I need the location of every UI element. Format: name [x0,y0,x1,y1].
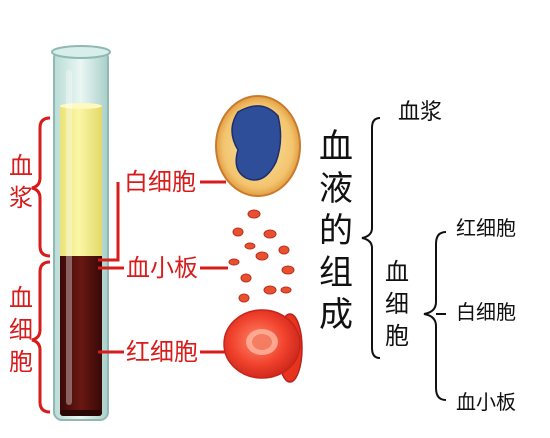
plasma-layer [60,106,102,256]
plasma-vertical-label: 血浆 [9,152,33,212]
root-label: 血液的组成 [319,127,353,335]
white-cell-label: 白细胞 [124,168,196,196]
blood-cell-layer [60,256,102,414]
white-cell-pointer-line [98,182,120,262]
blood-cells-brace [31,260,51,414]
pointer-lines [98,180,228,354]
white-blood-cell [215,95,301,197]
root-brace [361,117,381,359]
tree-red-cell-label: 红细胞 [456,216,516,240]
tree-cells-label: 血细胞 [385,258,409,350]
red-cell-label: 红细胞 [126,338,198,366]
wbc-nucleus [231,105,282,181]
red-blood-cells [223,309,303,383]
tube-highlight [66,70,72,405]
tube-bottom [60,410,102,416]
tree-platelet-label: 血小板 [456,390,516,414]
cells-brace [423,231,447,401]
tree-white-cell-label: 白细胞 [456,300,516,324]
plasma-surface [60,103,102,109]
tree-plasma-label: 血浆 [398,100,443,125]
plasma-brace [31,116,51,258]
test-tube [51,45,111,421]
platelets [228,209,295,303]
platelet-label: 血小板 [126,254,198,282]
tube-rim [51,45,111,59]
blood-cells-vertical-label: 血细胞 [9,284,33,376]
